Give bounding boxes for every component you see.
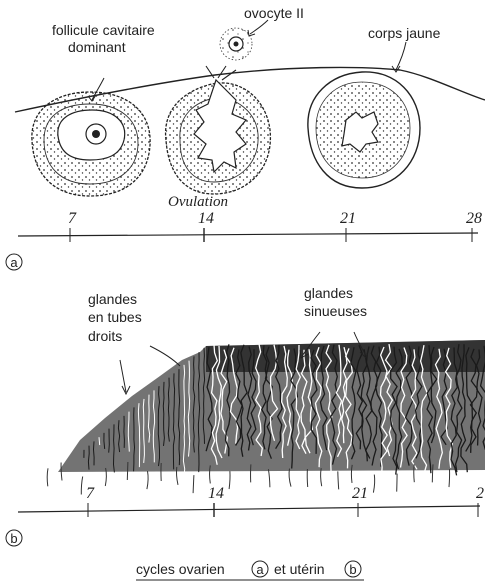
axis-a-tick-label-3: 21 [340,210,356,227]
panel-letter-b-text: b [10,531,17,546]
basal-gland-stroke [127,462,128,480]
gland-stroke [124,416,125,448]
label-corpus-luteum: corps jaune [368,25,441,41]
corpus-luteum [308,72,420,188]
label-oocyte: ovocyte II [244,5,304,21]
label-straight-glands-line3: droits [88,328,122,344]
label-straight-glands-line1: glandes [88,291,137,307]
caption-letter-a: a [256,562,264,577]
basal-gland-stroke [414,464,415,482]
basal-gland-stroke [81,477,82,495]
basal-gland-stroke [47,468,48,486]
label-sinuous-glands-line1: glandes [304,285,353,301]
axis-b-line [18,506,480,512]
axis-a-line [18,233,478,236]
basal-gland-stroke [289,469,291,487]
axis-a-ticks: 7 14 21 28 [68,210,482,242]
label-dominant-follicle-line2: dominant [68,39,126,55]
basal-gland-stroke [373,475,374,493]
basal-gland-stroke [147,471,148,489]
panel-letter-a: a [6,254,22,270]
basal-gland-stroke [338,471,339,489]
gland-stroke [109,429,110,453]
label-straight-glands-line2: en tubes [88,309,142,325]
caption-part2: et utérin [274,561,325,577]
gland-stroke [99,437,100,445]
basal-gland-stroke [193,475,194,493]
basal-gland-stroke [210,465,211,483]
axis-b-tick-label-2: 14 [208,485,224,502]
axis-a-tick-label-1: 7 [68,210,77,227]
oocyte-ii [220,28,252,60]
panel-letter-b: b [6,530,22,546]
basal-gland-stroke [432,464,433,482]
basal-gland-stroke [321,468,322,486]
dominant-follicle [32,92,150,196]
axis-a-tick-label-2: 14 [198,210,214,227]
basal-gland-stroke [268,469,270,487]
caption-letter-b: b [349,562,356,577]
panel-b-uterine-cycle: glandes en tubes droits glandes sinueuse… [6,285,485,546]
basal-gland-stroke [449,469,450,487]
label-dominant-follicle-line1: follicule cavitaire [52,22,155,38]
axis-b-tick-label-1: 7 [86,485,95,502]
basal-gland-stroke [229,471,230,489]
pointer-oocyte [250,20,268,34]
axis-a-tick-label-4: 28 [466,210,482,227]
figure-caption: cycles ovarien a et utérin b [136,561,364,580]
basal-gland-stroke [351,465,352,483]
panel-letter-a-text: a [10,255,18,270]
pointer-corpus-luteum [396,42,406,70]
gland-stroke [94,441,95,465]
caption-part1: cycles ovarien [136,561,225,577]
panel-a-ovarian-cycle: follicule cavitaire dominant ovocyte II … [6,5,485,270]
pointer-straight-glands-2 [150,346,180,366]
axis-b-tick-label-4: 2 [476,485,484,502]
label-ovulation: Ovulation [168,194,228,210]
axis-b-tick-label-3: 21 [352,485,368,502]
ovulating-follicle [166,66,271,194]
label-sinuous-glands-line2: sinueuses [304,303,367,319]
axis-b-ticks: 7 14 21 2 [86,485,484,517]
